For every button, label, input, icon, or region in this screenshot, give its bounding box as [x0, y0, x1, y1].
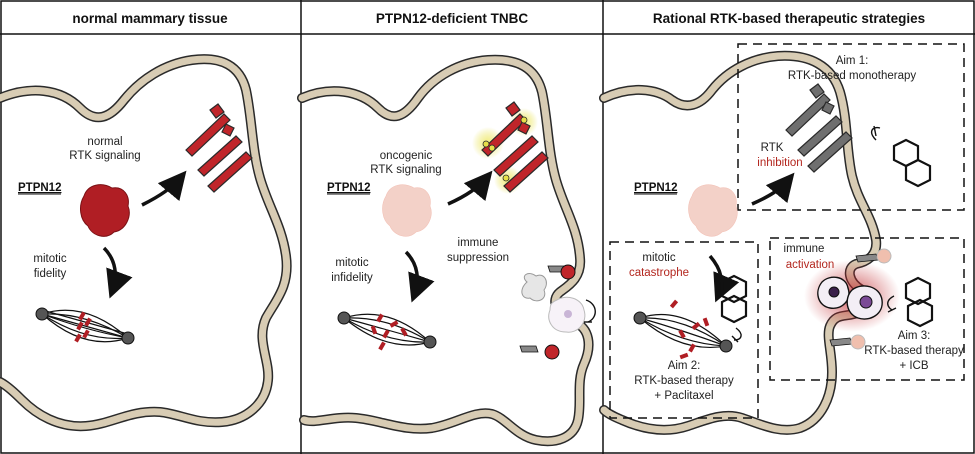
immune-label-3: immune [784, 243, 825, 255]
drug-molecule-2 [720, 274, 748, 324]
mitotic-label-3: mitotic [642, 252, 675, 264]
cell-membrane-fill [0, 55, 291, 430]
phospho-dots [482, 116, 528, 182]
panel-therapy: Aim 1: RTK-based monotherapy RTK inhibit… [599, 43, 965, 435]
immune-synapse-top [547, 264, 576, 280]
aim2-box [609, 241, 759, 419]
aim2-title: Aim 2: [668, 360, 701, 372]
oncogenic-arrow [447, 170, 493, 206]
cell-membrane-3-fill [600, 52, 880, 434]
oncogenic-rtk-label: RTK signaling [370, 164, 441, 176]
panel-tnbc: oncogenic RTK signaling PTPN12 mitotic i… [297, 54, 596, 447]
fidelity-label: fidelity [34, 268, 67, 280]
rtk-label: RTK [761, 142, 784, 154]
aim1-title: Aim 1: [836, 55, 869, 67]
infidelity-label: infidelity [331, 272, 373, 284]
aim2-combo: + Paclitaxel [654, 390, 713, 402]
aim1-desc: RTK-based monotherapy [788, 70, 917, 82]
inhibit-bar-3 [887, 307, 897, 313]
mitotic-spindle [35, 307, 135, 345]
panel-title-therapy: Rational RTK-based therapeutic strategie… [653, 11, 925, 26]
panel-normal: normal RTK signaling PTPN12 mitotic fide… [0, 54, 292, 432]
cell-membrane-2-fill [298, 56, 593, 445]
mitotic-arrow-3 [708, 254, 740, 303]
inhibit-arc-3 [887, 295, 895, 311]
panel-title-tnbc: PTPN12-deficient TNBC [376, 11, 529, 26]
mitotic-arrow-2 [404, 250, 435, 303]
panel-title-normal: normal mammary tissue [72, 11, 228, 26]
inhibit-bar-2 [731, 335, 739, 343]
aim2-desc: RTK-based therapy [634, 375, 734, 387]
activated-immune-cells [817, 276, 883, 320]
signaling-arrow [141, 170, 187, 207]
rtk-arrow-3 [751, 172, 795, 206]
oncogenic-receptors [481, 101, 549, 193]
macrophage-nucleus [564, 310, 572, 318]
ptpn12-label-3: PTPN12 [634, 182, 677, 194]
rtk-receptors [185, 103, 253, 193]
immune-label: immune [458, 237, 499, 249]
ptpn12-label: PTPN12 [18, 182, 61, 194]
suppression-label: suppression [447, 252, 509, 264]
immune-synapse-3-top [855, 248, 892, 264]
immune-synapse-bottom [519, 344, 560, 360]
ptpn12-label-2: PTPN12 [327, 182, 370, 194]
inhibit-arc [585, 299, 596, 323]
mitotic-label-2: mitotic [335, 257, 368, 269]
mitotic-label: mitotic [33, 253, 66, 265]
mitotic-spindle-2 [337, 311, 437, 351]
mitotic-arrow [102, 246, 133, 299]
drug-molecule-1 [892, 138, 932, 188]
aim3-combo: + ICB [899, 360, 928, 372]
inhibit-arc-1 [870, 126, 881, 141]
drug-molecule-3 [904, 276, 934, 328]
ptpn12-protein-faint [382, 184, 432, 237]
ptpn12-protein-faint-3 [688, 184, 738, 237]
normal-label: normal [87, 136, 122, 148]
aim3-title: Aim 3: [898, 330, 931, 342]
immune-synapse-3-bottom [829, 334, 866, 350]
t-cell-inactive [521, 273, 547, 302]
inhibit-bar-1 [873, 125, 877, 137]
aim3-box [769, 237, 965, 381]
cell-membrane [0, 54, 292, 432]
aim3-desc: RTK-based therapy [864, 345, 964, 357]
catastrophe-label: catastrophe [629, 267, 689, 279]
inhibition-label: inhibition [757, 157, 802, 169]
ptpn12-protein [80, 184, 130, 237]
rtk-signaling-label: RTK signaling [69, 150, 140, 162]
aim1-box [737, 43, 965, 211]
mitotic-spindle-3 [633, 299, 733, 360]
inhibited-receptors [785, 83, 853, 173]
oncogenic-label: oncogenic [380, 150, 433, 162]
